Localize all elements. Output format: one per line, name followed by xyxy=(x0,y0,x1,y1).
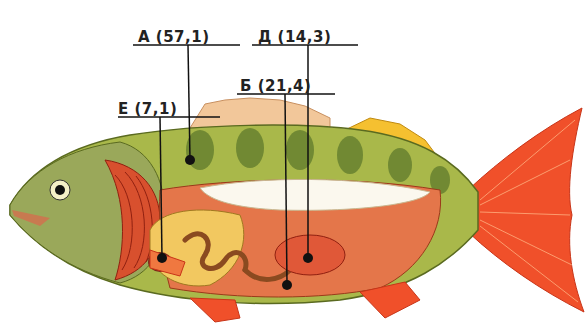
callout-label: Д (14,3) xyxy=(258,28,331,46)
leader-dot xyxy=(185,155,195,165)
liver xyxy=(150,210,244,286)
fish-head xyxy=(10,142,165,283)
pelvic-fin xyxy=(190,298,240,322)
eye xyxy=(50,180,70,200)
leader-line xyxy=(307,45,309,258)
leader-line xyxy=(188,45,190,160)
leader-line xyxy=(285,94,287,285)
fish-body xyxy=(10,125,478,303)
intestine xyxy=(185,234,290,280)
callout-label: Б (21,4) xyxy=(240,77,311,95)
leader-dot xyxy=(157,253,167,263)
leader-line xyxy=(160,117,162,258)
gonad xyxy=(275,235,345,275)
leader-dot xyxy=(303,253,313,263)
tail-fin xyxy=(468,108,584,312)
anal-fin xyxy=(360,282,420,318)
mouth xyxy=(12,210,50,226)
leader-dot xyxy=(282,280,292,290)
swim-bladder xyxy=(200,179,430,210)
callout-label: А (57,1) xyxy=(138,28,210,46)
pectoral-fin xyxy=(150,250,185,276)
callout-label: Е (7,1) xyxy=(118,100,177,118)
eye xyxy=(55,185,65,195)
